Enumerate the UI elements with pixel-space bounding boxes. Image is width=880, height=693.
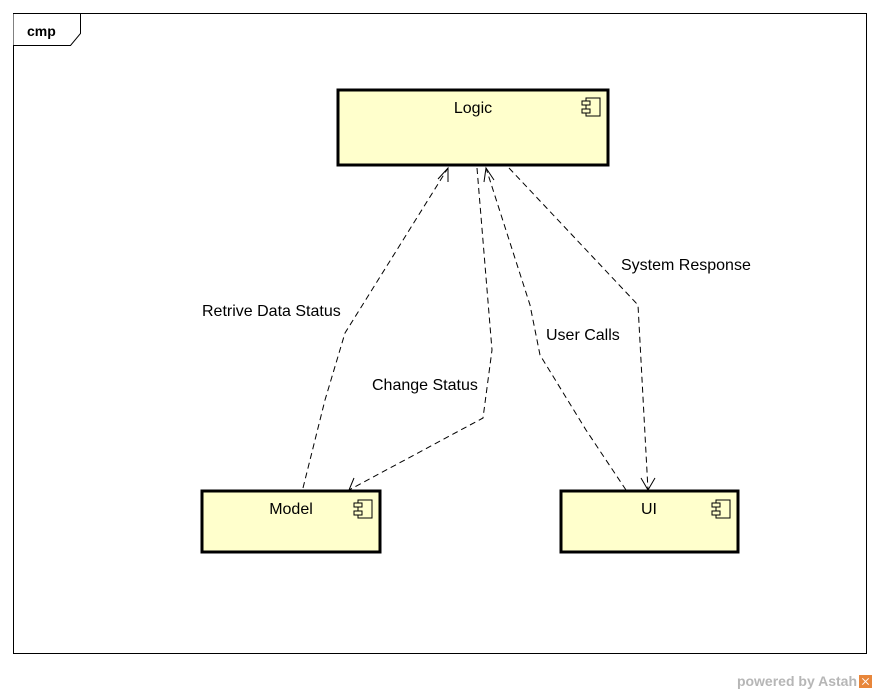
dependency-retrieve-data-status-arrowhead [437,166,449,182]
label-retrieve-data-status: Retrive Data Status [202,303,341,320]
label-change-status: Change Status [372,377,478,394]
component-model-name: Model [269,501,313,518]
component-logic-name: Logic [454,100,492,117]
dependency-change-status[interactable] [348,167,493,491]
component-ui[interactable]: UI [559,489,740,554]
watermark-text: powered by Astah [736,673,857,689]
astah-watermark: powered by Astah [737,673,872,689]
dependency-user-calls[interactable] [485,167,627,491]
label-user-calls: User Calls [546,327,620,344]
label-system-response: System Response [621,257,751,274]
dependency-user-calls-arrowhead [483,166,495,183]
component-icon [581,97,601,117]
component-ui-name: UI [641,501,657,518]
astah-logo-icon [859,674,872,688]
frame-tag-pentagon [13,13,81,46]
component-icon [711,499,731,519]
component-logic[interactable]: Logic [336,88,610,167]
component-model[interactable]: Model [200,489,382,554]
diagram-frame: cmp [13,13,867,654]
component-icon [353,499,373,519]
dependency-retrieve-data-status[interactable] [302,167,449,489]
frame-tag: cmp [27,23,56,39]
dependency-system-response[interactable] [508,167,649,491]
